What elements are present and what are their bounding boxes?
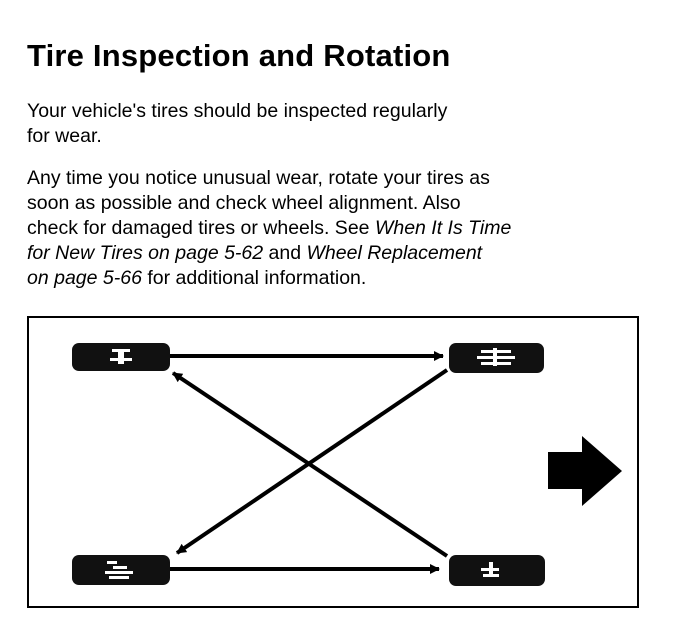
paragraph-text: for additional information. xyxy=(141,267,367,289)
page-title: Tire Inspection and Rotation xyxy=(27,38,451,73)
paragraph-line: Your vehicle's tires should be inspected… xyxy=(27,100,448,122)
right-rear-tire xyxy=(449,555,545,586)
cross-reference-link[interactable]: for New Tires on page 5-62 xyxy=(27,242,264,264)
paragraph-line: check for damaged tires or wheels. See W… xyxy=(27,216,511,241)
paragraph-text: and xyxy=(263,242,307,264)
paragraph-line: for wear. xyxy=(27,125,102,147)
paragraph-line: Any time you notice unusual wear, rotate… xyxy=(27,167,490,189)
cross-reference-link[interactable]: Wheel Replacement xyxy=(306,242,483,264)
forward-arrow-icon xyxy=(548,436,622,506)
arrow-right-rear-to-left-front xyxy=(171,371,449,558)
arrow-right-front-to-left-rear xyxy=(175,368,449,555)
paragraph-line: for New Tires on page 5-62 and Wheel Rep… xyxy=(27,241,511,266)
rotation-paragraph: Any time you notice unusual wear, rotate… xyxy=(27,166,511,291)
left-front-tire xyxy=(72,343,170,371)
tire-rotation-diagram xyxy=(27,316,639,608)
paragraph-text: check for damaged tires or wheels. See xyxy=(27,217,375,239)
cross-reference-link[interactable]: on page 5-66 xyxy=(27,267,142,289)
rotation-diagram-svg xyxy=(72,343,622,586)
left-rear-tire xyxy=(72,555,170,585)
paragraph-line: on page 5-66 for additional information. xyxy=(27,266,511,291)
cross-reference-link[interactable]: When It Is Time xyxy=(374,217,512,239)
right-front-tire xyxy=(449,343,544,373)
inspection-paragraph: Your vehicle's tires should be inspected… xyxy=(27,99,447,149)
paragraph-line: soon as possible and check wheel alignme… xyxy=(27,192,461,214)
